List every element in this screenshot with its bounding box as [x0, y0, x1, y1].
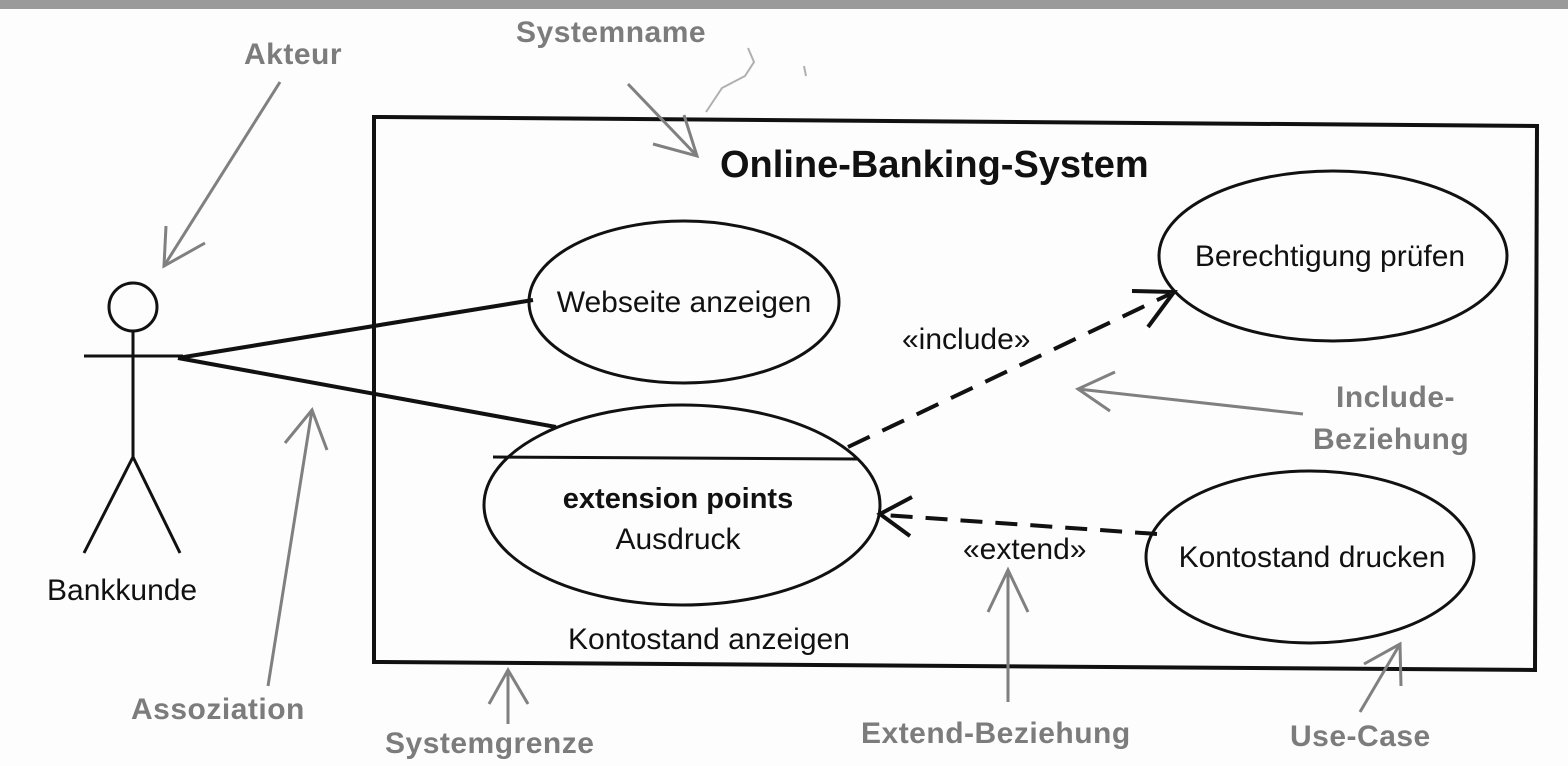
extension-points-divider — [492, 455, 858, 461]
annotation-extend-beziehung: Extend-Beziehung — [861, 717, 1131, 750]
use-case-label-berechtigung: Berechtigung prüfen — [1194, 240, 1466, 273]
include-stereotype-label: «include» — [902, 323, 1031, 356]
actor-left-leg — [82, 456, 135, 554]
actor-right-leg — [131, 456, 182, 554]
extend-dashed-line — [883, 513, 1158, 536]
use-case-label-kontostand-anzeigen: Kontostand anzeigen — [568, 623, 850, 656]
association-webseite — [177, 298, 534, 360]
extend-stereotype-label: «extend» — [963, 533, 1087, 566]
systemname-pointer-arrow — [626, 82, 700, 159]
annotation-assoziation: Assoziation — [131, 693, 305, 726]
akteur-pointer-arrow — [162, 81, 282, 269]
scan-top-edge — [0, 0, 1568, 9]
extend-arrowhead — [876, 495, 913, 538]
annotation-systemgrenze: Systemgrenze — [385, 727, 595, 760]
use-case-label-kontostand-drucken: Kontostand drucken — [1178, 541, 1446, 574]
annotation-systemname: Systemname — [516, 16, 707, 49]
include-arrowhead — [1131, 289, 1178, 329]
actor-name: Bankkunde — [47, 574, 198, 607]
annotation-include-line2: Beziehung — [1313, 423, 1470, 456]
use-case-pointer-arrow — [1358, 641, 1403, 713]
association-kontostand — [177, 356, 557, 429]
actor-head — [107, 281, 159, 333]
use-case-label-webseite: Webseite anzeigen — [556, 286, 812, 319]
annotation-akteur: Akteur — [244, 38, 343, 71]
extend-beziehung-pointer-arrow — [986, 566, 1030, 702]
use-case-kontostand-drucken — [1144, 469, 1476, 645]
use-case-berechtigung-pruefen — [1157, 169, 1509, 343]
extension-points-heading: extension points — [562, 483, 794, 515]
actor-figure — [82, 281, 183, 554]
use-case-kontostand-anzeigen — [482, 403, 882, 607]
use-case-webseite-anzeigen — [527, 219, 841, 385]
include-dashed-line — [847, 292, 1171, 449]
assoziation-pointer-arrow — [266, 407, 329, 687]
system-boundary — [372, 114, 1540, 673]
systemgrenze-pointer-arrow — [487, 666, 530, 724]
scribble-mark — [705, 47, 807, 113]
extension-point-ausdruck: Ausdruck — [615, 523, 741, 556]
annotation-include-line1: Include- — [1336, 381, 1456, 414]
include-beziehung-pointer-arrow — [1074, 370, 1304, 416]
annotation-use-case: Use-Case — [1290, 720, 1431, 753]
system-name-title: Online-Banking-System — [720, 144, 1149, 186]
annotation-arrows — [162, 47, 1403, 724]
